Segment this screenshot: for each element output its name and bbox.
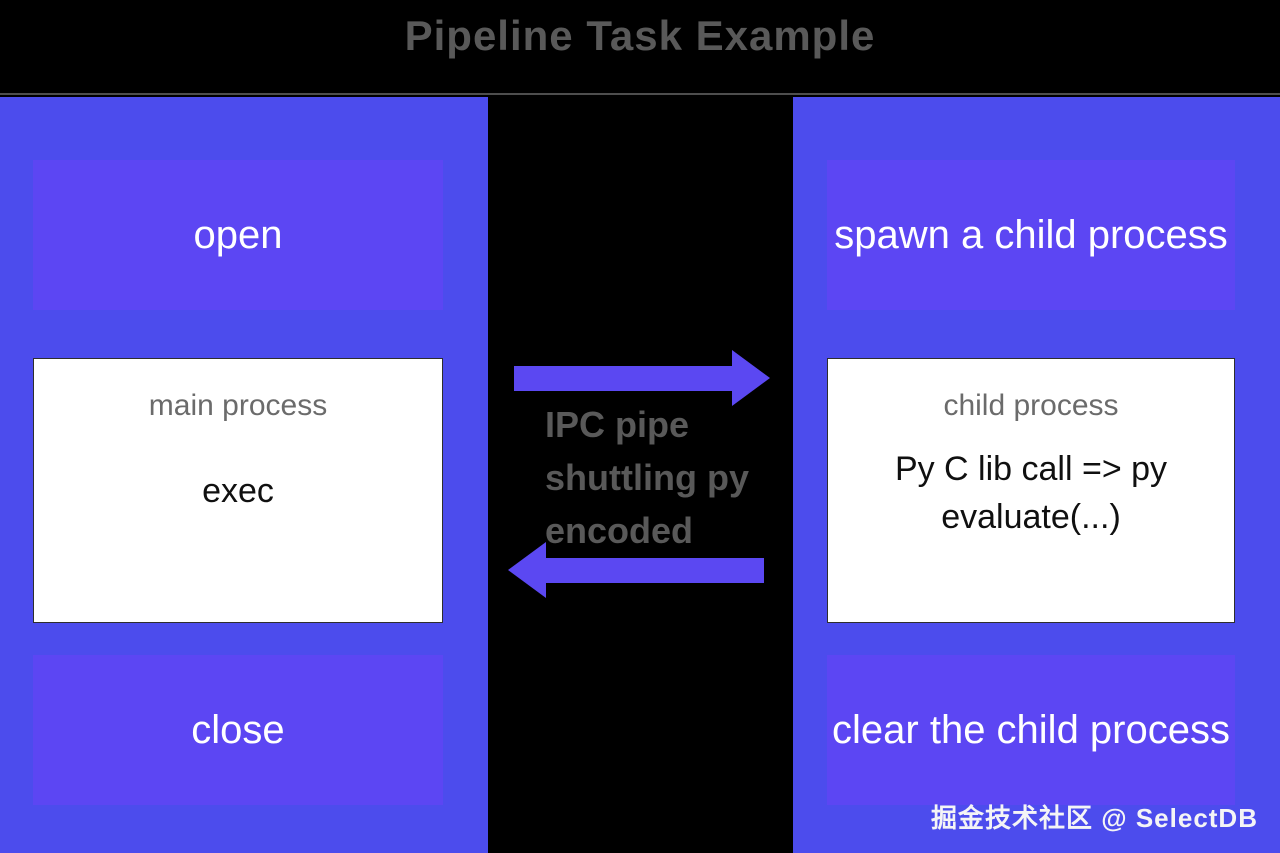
close-box: close <box>33 655 443 805</box>
pipe-label-line2: shuttling py <box>545 457 749 498</box>
main-process-body: exec <box>202 472 274 510</box>
open-box: open <box>33 160 443 310</box>
open-label: open <box>193 213 283 257</box>
close-label: close <box>191 708 285 752</box>
child-process-body: Py C lib call => py evaluate(...) <box>828 445 1234 541</box>
main-process-box: main process exec <box>33 358 443 623</box>
arrow-left-head <box>508 542 546 598</box>
clear-child-box: clear the child process <box>827 655 1235 805</box>
diagram-title: Pipeline Task Example <box>404 12 876 59</box>
arrow-right-shaft <box>514 366 732 391</box>
spawn-child-box: spawn a child process <box>827 160 1235 310</box>
arrow-left-icon <box>508 542 764 598</box>
child-process-panel: spawn a child process child process Py C… <box>793 97 1280 853</box>
child-process-body-line1: Py C lib call => py <box>894 450 1168 488</box>
child-process-body-line2: evaluate(...) <box>941 498 1121 536</box>
arrow-right-icon <box>514 350 770 406</box>
clear-child-label: clear the child process <box>832 708 1230 752</box>
child-process-header: child process <box>943 389 1119 422</box>
arrow-right-head <box>732 350 770 406</box>
spawn-child-label: spawn a child process <box>834 213 1228 257</box>
main-process-panel: open main process exec close <box>0 97 488 853</box>
arrow-left-shaft <box>546 558 764 583</box>
main-process-header: main process <box>148 389 328 422</box>
pipe-label-line3: encoded <box>545 510 694 551</box>
top-divider <box>0 93 1280 95</box>
ipc-pipe-label: IPC pipe shuttling py encoded <box>545 398 749 557</box>
watermark: 掘金技术社区 @ SelectDB <box>931 803 1258 833</box>
pipe-label-line1: IPC pipe <box>545 404 690 445</box>
child-process-box: child process Py C lib call => py evalua… <box>827 358 1235 623</box>
